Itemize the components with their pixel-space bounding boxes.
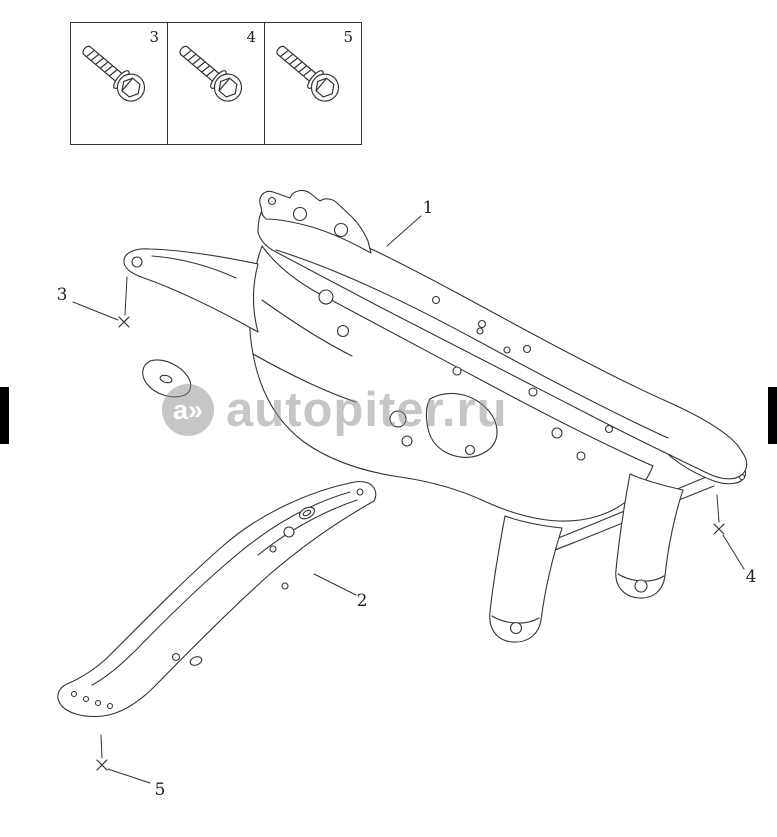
- fastener-cell-4: 4: [168, 23, 265, 144]
- part-1-holes: [318, 289, 614, 461]
- x-marks: [96, 316, 725, 771]
- callout-label-4: 4: [745, 567, 757, 587]
- fasteners-table: 3 4 5: [70, 22, 362, 145]
- callout-label-2: 2: [356, 591, 368, 611]
- fastener-cell-3: 3: [71, 23, 168, 144]
- callout-label-3: 3: [56, 285, 68, 305]
- right-edge-bar: [768, 387, 777, 444]
- fastener-number: 3: [149, 28, 159, 46]
- leader-lines: [72, 215, 745, 784]
- part-2-bracket-drawing: [57, 480, 377, 718]
- fastener-number: 4: [246, 28, 256, 46]
- part-1-crossmember-drawing: [123, 189, 748, 643]
- callout-label-5: 5: [154, 780, 166, 800]
- left-edge-bar: [0, 387, 9, 444]
- callout-label-1: 1: [422, 198, 434, 218]
- fastener-number: 5: [343, 28, 353, 46]
- fastener-cell-5: 5: [265, 23, 361, 144]
